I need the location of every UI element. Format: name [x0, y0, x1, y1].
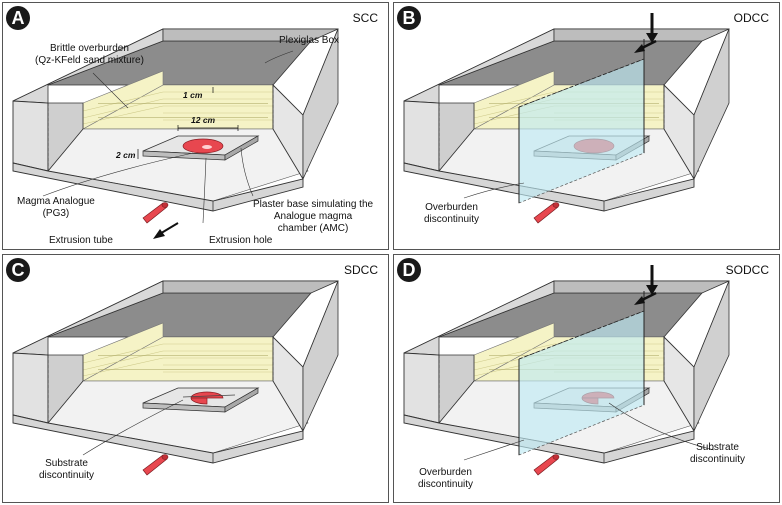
magma-analogue-label: Magma Analogue (PG3)	[17, 196, 95, 219]
substrate-discontinuity-label: Substrate discontinuity	[690, 442, 746, 465]
plexiglas-box-label: Plexiglas Box	[279, 35, 340, 46]
panel-a-scc: A SCC Brittle overburden (Qz-KFeld sand …	[2, 2, 389, 250]
extrusion-arrow-icon	[153, 222, 179, 239]
panel-b-odcc: B ODCC Overburden discontinuity	[393, 2, 780, 250]
panel-letter-badge: D	[397, 258, 421, 282]
panel-title: SDCC	[343, 263, 378, 277]
overburden-discontinuity-label: Overburden discontinuity	[418, 467, 474, 490]
extrusion-tube-label: Extrusion tube	[49, 235, 113, 246]
substrate-discontinuity-label: Substrate discontinuity	[39, 458, 95, 481]
dim-2cm-label: 2 cm	[116, 150, 136, 160]
cutting-arrow-icon	[634, 13, 658, 53]
panel-letter-badge: C	[6, 258, 30, 282]
extrusion-hole-label: Extrusion hole	[209, 235, 273, 246]
brittle-overburden-label: Brittle overburden (Qz-KFeld sand mixtur…	[35, 43, 144, 66]
dim-1cm-label: 1 cm	[183, 90, 203, 100]
panel-title: SCC	[352, 11, 378, 25]
plaster-base-label: Plaster base simulating the Analogue mag…	[253, 199, 374, 234]
panel-c-sdcc: C SDCC Substrate discontinuity	[2, 254, 389, 503]
panel-b-diagram	[403, 13, 730, 224]
panel-a-diagram	[12, 28, 339, 239]
dim-12cm-label: 12 cm	[191, 115, 216, 125]
panel-letter-badge: B	[397, 6, 421, 30]
overburden-discontinuity-label: Overburden discontinuity	[424, 202, 480, 225]
panel-d-sodcc: D SODCC Overburden discontinuity Substra…	[393, 254, 780, 503]
panel-letter-badge: A	[6, 6, 30, 30]
panel-d-diagram	[403, 265, 730, 476]
panel-c-diagram	[12, 280, 339, 476]
panel-title: SODCC	[725, 263, 769, 277]
cutting-arrow-icon	[634, 265, 658, 305]
panel-title: ODCC	[733, 11, 769, 25]
